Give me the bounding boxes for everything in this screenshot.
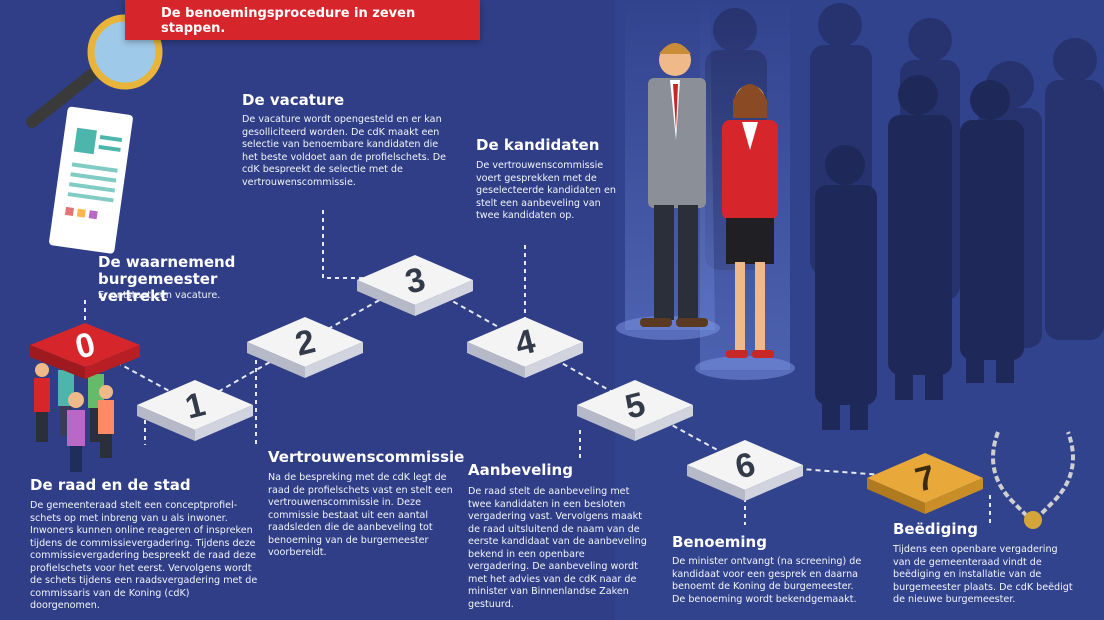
tile-7 [867, 453, 983, 514]
candidate-woman [722, 84, 778, 358]
step-6-title: Benoeming [672, 533, 767, 551]
medallion [1024, 511, 1042, 529]
step-4-text: De vertrouwenscommissie voert gesprekken… [476, 160, 616, 221]
tile-4 [467, 317, 583, 378]
step-3-title: De vacature [242, 91, 345, 109]
candidate-man [640, 43, 708, 327]
title-banner: De benoemingsprocedure in zeven stappen. [125, 0, 480, 40]
step-1-title: De raad en de stad [30, 476, 191, 494]
step-2-text: Na de bespreking met de cdK legt de raad… [268, 472, 453, 558]
step-0-text: Er ontstaat een vacature. [98, 290, 221, 301]
step-7-text: Tijdens een openbare vergadering van de … [893, 544, 1073, 605]
step-5-title: Aanbeveling [468, 461, 573, 479]
tile-3 [357, 255, 473, 316]
step-4-title: De kandidaten [476, 136, 600, 154]
tile-5 [577, 380, 693, 441]
tile-2 [247, 317, 363, 378]
step-3-text: De vacature wordt opengesteld en er kan … [242, 114, 447, 188]
banner-title: De benoemingsprocedure in zeven stappen. [161, 6, 416, 36]
step-7-title: Beëdiging [893, 520, 978, 538]
cv-document-icon [49, 106, 133, 254]
step-5-text: De raad stelt de aanbeveling met twee ka… [468, 486, 647, 610]
citizens-group [34, 355, 114, 472]
tile-0 [30, 323, 140, 379]
callout-connectors [84, 210, 991, 525]
tile-6 [687, 440, 803, 501]
front-crowd [815, 75, 1024, 430]
step-0-title: De waarnemend burgemeester vertrekt [98, 253, 236, 305]
tile-1 [137, 380, 253, 441]
step-6-text: De minister ontvangt (na screening) de k… [672, 556, 862, 605]
step-2-title: Vertrouwenscommissie [268, 448, 465, 466]
step-1-text: De gemeenteraad stelt een conceptprofiel… [30, 500, 258, 611]
